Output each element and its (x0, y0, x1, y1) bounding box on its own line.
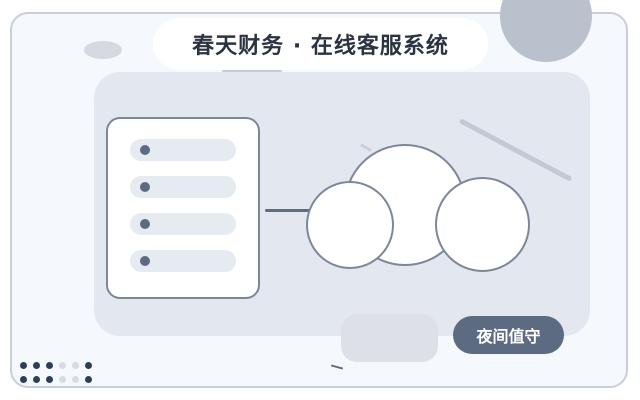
bullet-dot-icon (140, 145, 150, 155)
dot (20, 376, 27, 383)
dot (33, 376, 40, 383)
dot (85, 362, 92, 369)
dot (59, 362, 66, 369)
decor-ellipse (84, 41, 122, 59)
bullet-dot-icon (140, 219, 150, 229)
cloud-part-left (306, 181, 394, 269)
list-item[interactable] (130, 139, 236, 161)
dot (20, 362, 27, 369)
night-duty-button[interactable]: 夜间值守 (453, 316, 564, 354)
dot (46, 362, 53, 369)
cloud-part-right (435, 177, 530, 272)
page-title: 春天财务 · 在线客服系统 (153, 18, 488, 70)
list-item[interactable] (130, 213, 236, 235)
dot (85, 376, 92, 383)
dot (72, 362, 79, 369)
list-item[interactable] (130, 176, 236, 198)
list-item[interactable] (130, 250, 236, 272)
bullet-dot-icon (140, 256, 150, 266)
decorative-dots-icon (20, 362, 100, 388)
connector-line (265, 209, 331, 212)
dot (46, 376, 53, 383)
night-duty-label: 夜间值守 (476, 327, 541, 346)
dot (33, 362, 40, 369)
menu-list-card (106, 117, 260, 299)
dot (72, 376, 79, 383)
bullet-dot-icon (140, 182, 150, 192)
page-title-text: 春天财务 · 在线客服系统 (192, 34, 449, 59)
dot (59, 376, 66, 383)
secondary-button[interactable] (341, 314, 438, 362)
